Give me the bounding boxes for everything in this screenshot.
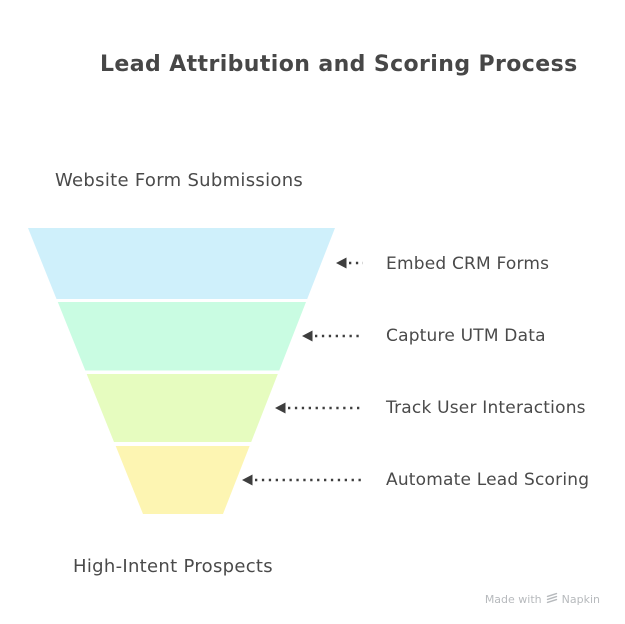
watermark-prefix: Made with <box>484 593 542 606</box>
stage-4-label: Automate Lead Scoring <box>386 470 590 490</box>
watermark-brand: Napkin <box>561 593 600 606</box>
annotation-arrow-1 <box>336 257 363 269</box>
funnel-stage-2-shape <box>57 302 306 371</box>
stage-1-label: Embed CRM Forms <box>386 254 550 274</box>
funnel-top-label: Website Form Submissions <box>55 170 304 191</box>
funnel-bottom-label: High-Intent Prospects <box>73 556 273 577</box>
funnel-stage-4-shape <box>115 446 250 514</box>
funnel-stage-3-shape <box>86 374 278 442</box>
annotation-arrow-4 <box>242 474 363 486</box>
stage-2-label: Capture UTM Data <box>386 326 546 346</box>
made-with-napkin-watermark: Made with Napkin <box>485 592 600 607</box>
annotation-arrow-3 <box>275 402 363 414</box>
diagram-title: Lead Attribution and Scoring Process <box>100 52 578 77</box>
funnel-stage-1-shape <box>28 228 335 299</box>
annotation-arrow-2 <box>302 330 363 342</box>
napkin-logo-icon <box>546 592 558 607</box>
stage-3-label: Track User Interactions <box>386 398 586 418</box>
